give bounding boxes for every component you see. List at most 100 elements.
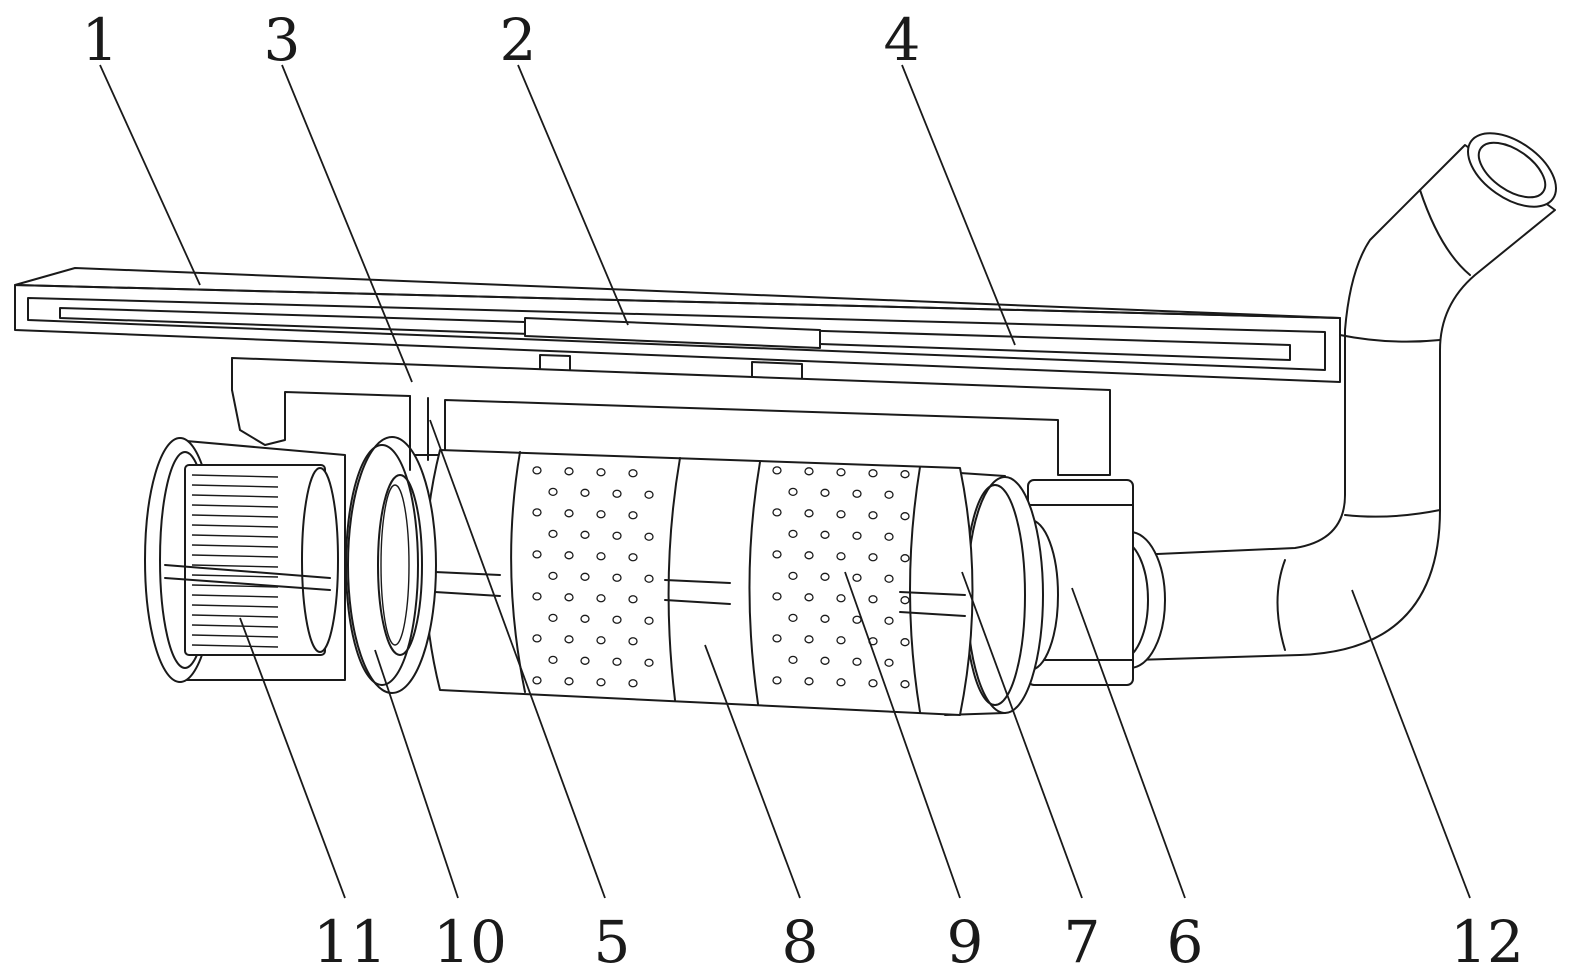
- callout-8: 8: [782, 908, 819, 976]
- cylinder-body: [424, 449, 974, 716]
- motor-fin: [191, 604, 279, 608]
- filter-hole: [772, 466, 782, 475]
- filter-hole: [596, 594, 606, 603]
- filter-hole: [532, 592, 542, 601]
- filter-hole: [532, 508, 542, 517]
- leader-2: [517, 64, 629, 326]
- leader-4: [901, 64, 1016, 346]
- filter-hole: [628, 595, 638, 604]
- filter-hole: [836, 552, 846, 561]
- filter-hole: [772, 592, 782, 601]
- filter-hole: [580, 572, 590, 581]
- filter-hole: [900, 680, 910, 689]
- filter-hole: [628, 679, 638, 688]
- filter-hole: [772, 550, 782, 559]
- callout-2: 2: [500, 6, 537, 74]
- callout-11: 11: [313, 908, 387, 976]
- motor-fin: [191, 564, 279, 568]
- filter-hole: [580, 530, 590, 539]
- motor-fin: [191, 534, 279, 538]
- filter-hole: [820, 656, 830, 665]
- filter-hole: [884, 490, 894, 499]
- callout-4: 4: [884, 6, 921, 74]
- filter-hole: [788, 571, 798, 580]
- motor-housing: [144, 437, 346, 683]
- leader-8: [704, 644, 801, 899]
- filter-hole: [548, 487, 558, 496]
- filter-hole: [804, 677, 814, 686]
- filter-hole: [564, 467, 574, 476]
- filter-hole: [612, 489, 622, 498]
- filter-hole: [804, 509, 814, 518]
- motor-fin: [191, 584, 279, 588]
- filter-hole: [596, 552, 606, 561]
- leader-9: [844, 571, 961, 899]
- filter-hole: [532, 466, 542, 475]
- filter-hole: [644, 658, 654, 667]
- filter-hole: [900, 554, 910, 563]
- filter-hole: [868, 553, 878, 562]
- leader-5: [429, 419, 606, 899]
- leader-7: [961, 571, 1083, 899]
- filter-hole: [580, 656, 590, 665]
- callout-5: 5: [594, 908, 631, 976]
- filter-hole: [884, 658, 894, 667]
- filter-hole: [788, 529, 798, 538]
- leader-11: [239, 617, 346, 899]
- motor-fin: [191, 594, 279, 598]
- filter-hole: [788, 655, 798, 664]
- filter-hole: [612, 531, 622, 540]
- leader-6: [1071, 587, 1186, 899]
- filter-hole: [772, 508, 782, 517]
- leader-3: [281, 64, 413, 383]
- filter-hole: [644, 574, 654, 583]
- motor-fin: [191, 514, 279, 518]
- filter-hole: [548, 571, 558, 580]
- filter-hole: [612, 573, 622, 582]
- filter-hole: [644, 490, 654, 499]
- motor-fin: [191, 554, 279, 558]
- filter-hole: [612, 615, 622, 624]
- callout-numbers: 1 3 2 4 11 10 5 8 9 7 6 12: [82, 6, 1524, 976]
- filter-hole: [772, 634, 782, 643]
- filter-hole: [804, 635, 814, 644]
- filter-hole: [644, 616, 654, 625]
- bent-pipe: [1134, 132, 1557, 661]
- filter-hole: [612, 657, 622, 666]
- filter-hole: [900, 638, 910, 647]
- motor-fin: [191, 644, 279, 648]
- filter-hole: [820, 530, 830, 539]
- end-disc-left: [345, 436, 437, 694]
- filter-hole: [820, 572, 830, 581]
- leader-1: [99, 64, 201, 286]
- filter-hole: [804, 467, 814, 476]
- filter-hole: [884, 574, 894, 583]
- filter-hole: [788, 613, 798, 622]
- filter-hole: [596, 636, 606, 645]
- filter-hole: [628, 511, 638, 520]
- filter-hole: [852, 489, 862, 498]
- motor-cooling-fins: [191, 474, 279, 648]
- callout-6: 6: [1167, 908, 1204, 976]
- filter-hole: [836, 468, 846, 477]
- callout-1: 1: [82, 6, 119, 74]
- filter-hole: [836, 510, 846, 519]
- leader-lines: [99, 64, 1471, 899]
- filter-hole: [772, 676, 782, 685]
- filter-hole: [564, 677, 574, 686]
- filter-hole: [884, 532, 894, 541]
- filter-hole: [900, 512, 910, 521]
- filter-hole: [900, 596, 910, 605]
- filter-hole: [580, 614, 590, 623]
- perforated-filter: [532, 466, 910, 689]
- filter-hole: [628, 469, 638, 478]
- callout-10: 10: [433, 908, 507, 976]
- filter-hole: [564, 593, 574, 602]
- motor-fin: [191, 494, 279, 498]
- filter-hole: [820, 488, 830, 497]
- filter-hole: [580, 488, 590, 497]
- callout-3: 3: [264, 6, 301, 74]
- motor-fin: [191, 484, 279, 488]
- filter-hole: [804, 593, 814, 602]
